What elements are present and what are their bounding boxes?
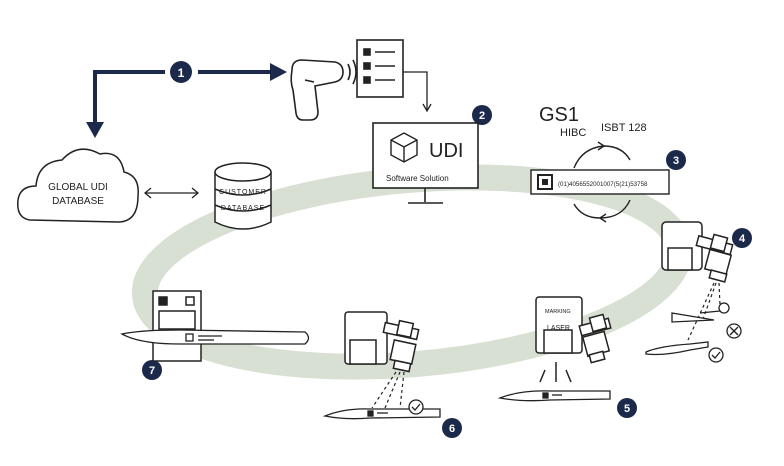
checkmark-icon [408,399,424,415]
cloud-label-line1: GLOBAL UDI [48,182,108,193]
surgical-instrument-icon [645,341,709,356]
scissors-icon [671,302,730,323]
step-number: 2 [479,110,485,122]
step-number: 4 [739,233,746,245]
reject-icon [726,323,742,339]
step-badge-7: 7 [142,360,162,380]
marking-station-icon [152,290,202,362]
document-list-icon [356,39,404,98]
cloud-icon [17,148,139,223]
database-label-line1: CUSTOMER [219,189,267,196]
cube-icon [390,132,418,163]
surgical-instrument-icon [120,329,310,345]
barcode-text: (01)4056552001007(5(21)53758 [558,181,648,188]
barcode-scanner-icon [290,59,357,121]
step-number: 7 [149,365,155,377]
doc-to-software-arrow [403,71,432,113]
step-badge-1: 1 [170,61,192,83]
laser-marker-icon [535,296,612,364]
software-subtitle: Software Solution [386,174,449,183]
standard-gs1: GS1 [539,104,579,126]
arrow-head-down [86,122,104,138]
laser-label-line2: LASER [547,325,570,332]
software-title: UDI [429,140,463,162]
step-badge-5: 5 [617,398,637,418]
standard-hibc: HIBC [560,127,586,139]
sync-arrow [143,187,200,199]
laser-beams-5 [539,362,572,383]
surgical-instrument-icon [497,390,611,402]
laser-beams-4 [687,282,721,341]
refresh-cycle-icon [573,141,631,223]
datamatrix-icon [537,174,553,190]
database-icon [214,162,272,230]
step-badge-2: 2 [472,105,492,125]
step-number: 5 [624,403,630,415]
cloud-label-line2: DATABASE [52,196,104,207]
standard-isbt: ISBT 128 [601,122,647,134]
laser-marker-icon [344,311,420,373]
step-badge-4: 4 [732,228,752,248]
step-number: 3 [673,155,679,167]
flow-arrows [93,70,272,125]
printed-label-icon: (01)4056552001007(5(21)53758 [530,169,670,195]
step-badge-6: 6 [442,418,462,438]
laser-marker-icon [661,221,734,283]
laser-beams-6 [371,371,405,409]
step-badge-3: 3 [666,150,686,170]
laser-label-line1: MARKING [545,309,571,315]
arrow-head-right [270,63,287,81]
checkmark-icon [708,347,724,363]
step-number: 6 [449,423,455,435]
step-number: 1 [178,66,185,80]
database-label-line2: DATABASE [221,205,265,212]
